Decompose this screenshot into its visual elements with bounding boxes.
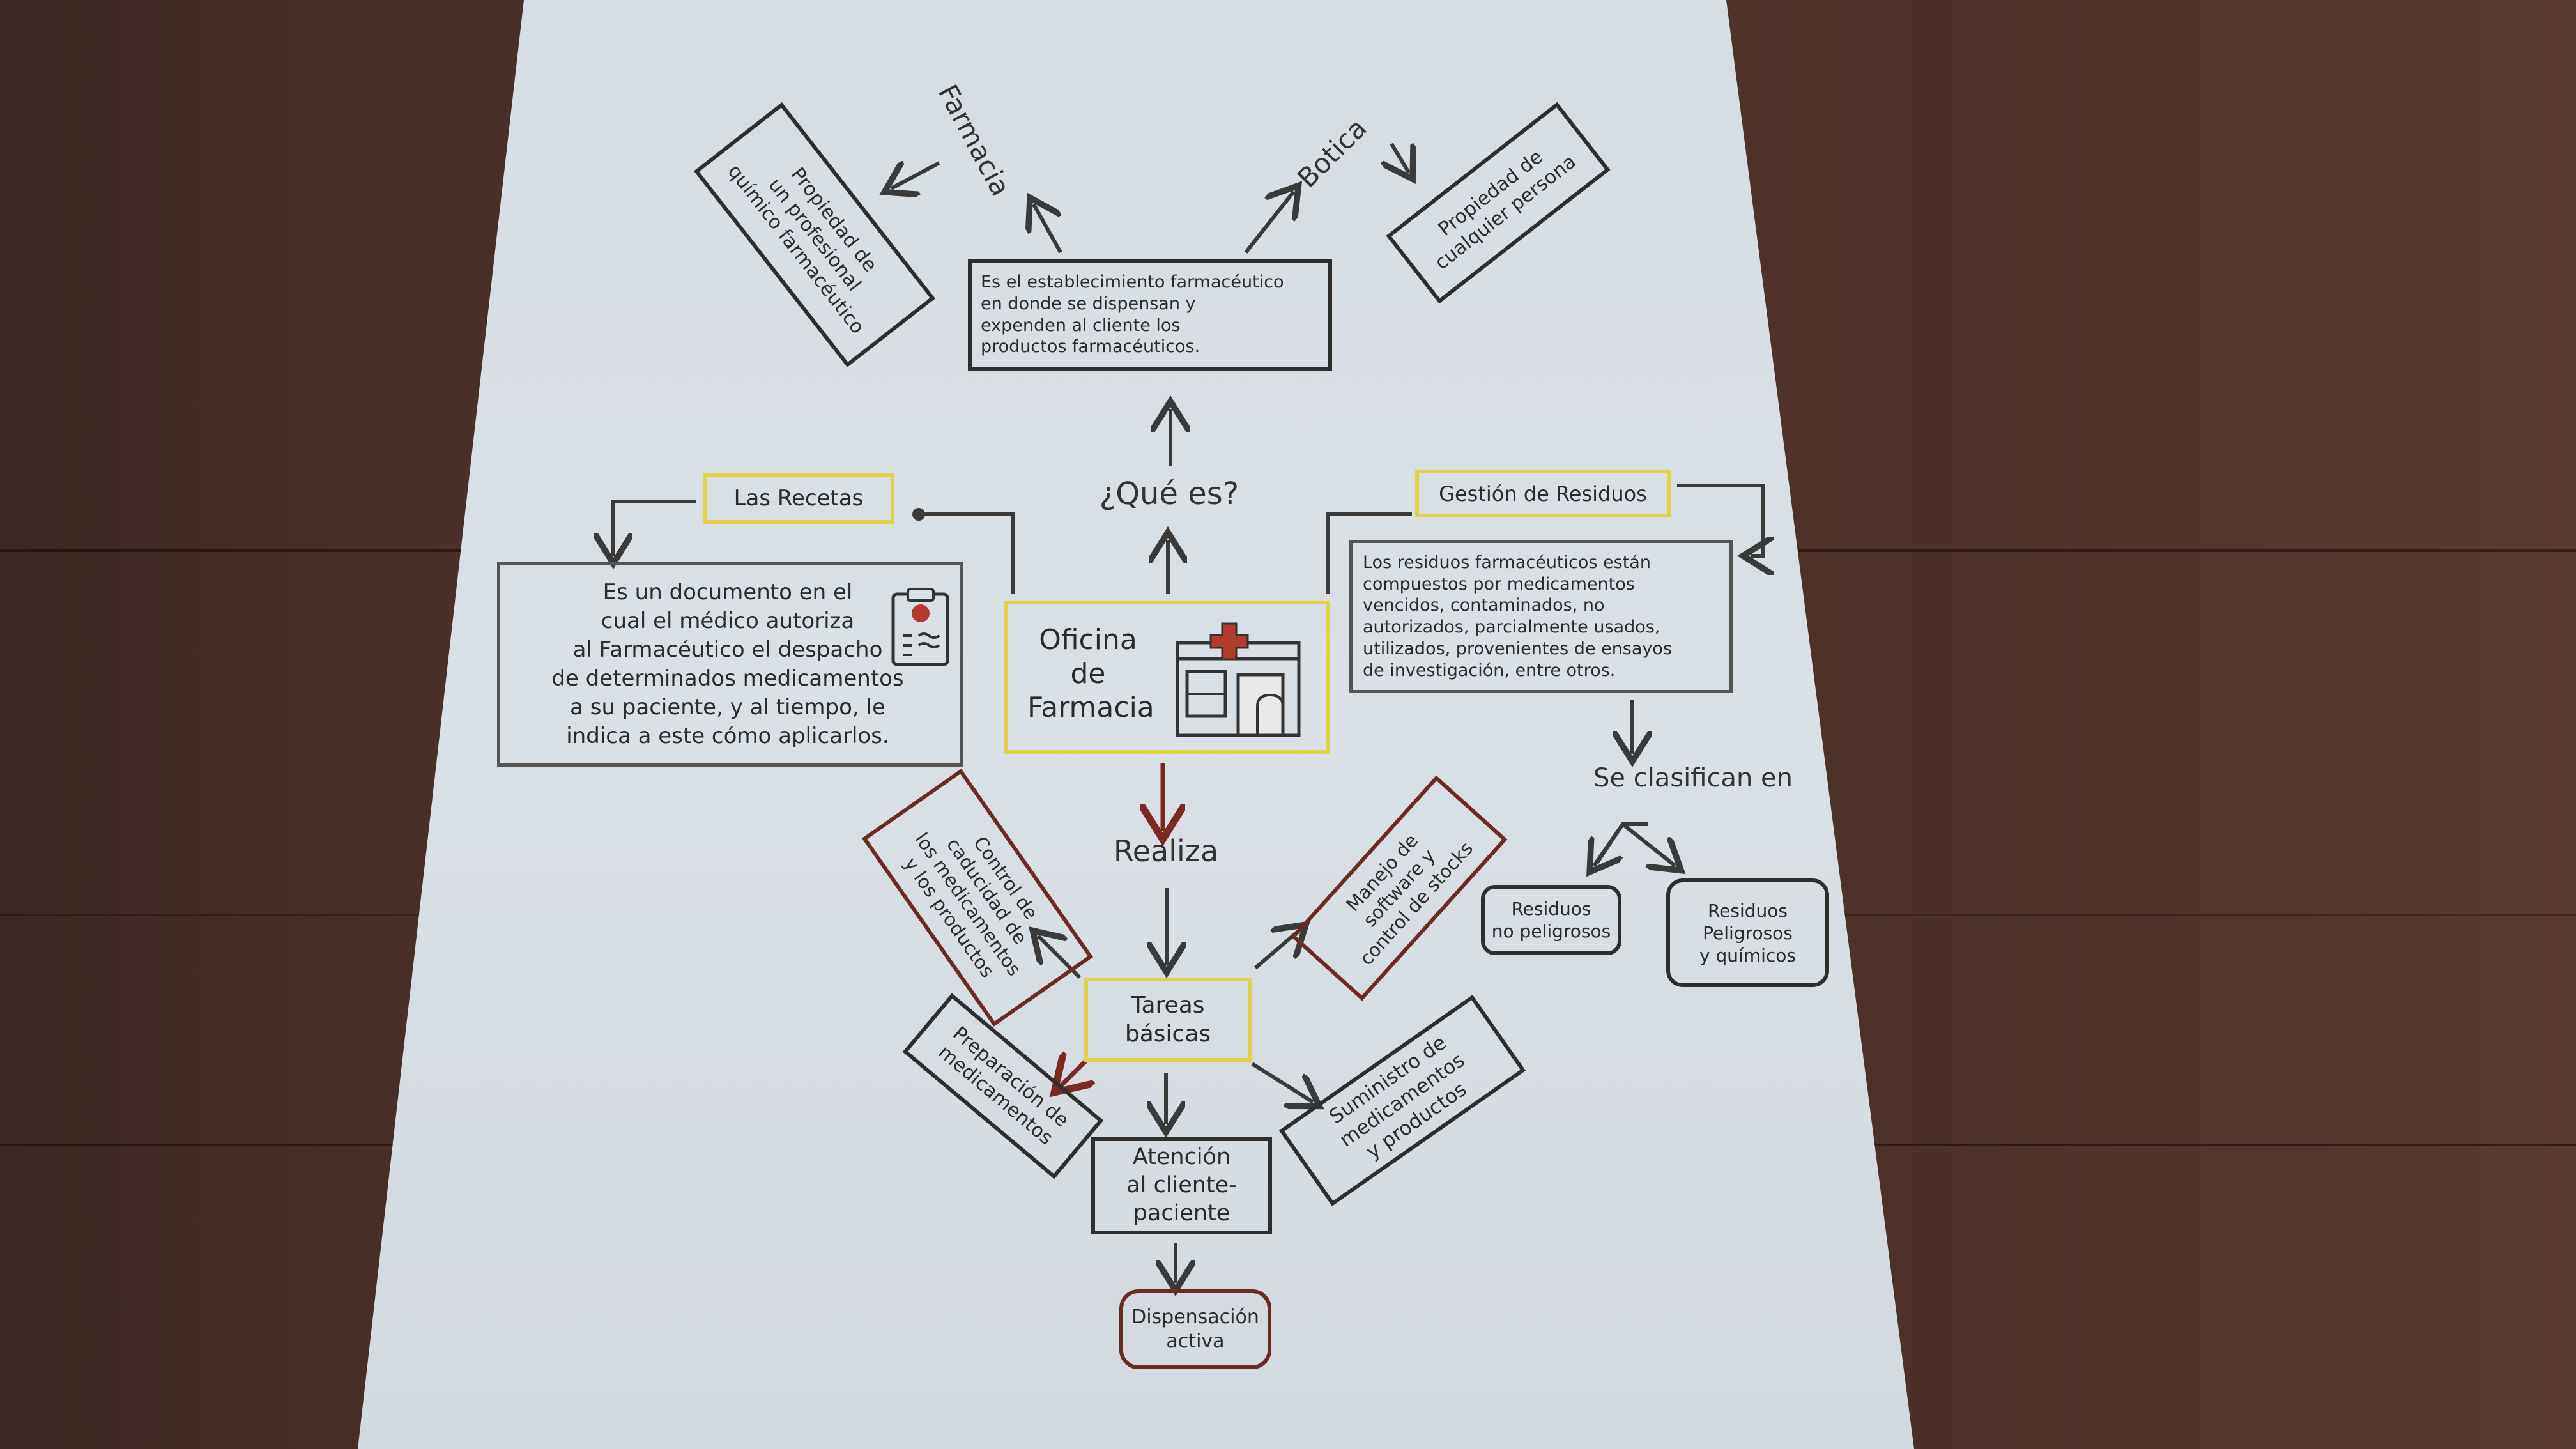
se-clasifican-label: Se clasifican en xyxy=(1593,763,1793,793)
que-es-label: ¿Qué es? xyxy=(1099,476,1239,512)
realiza-label: Realiza xyxy=(1113,834,1219,868)
recetas-definition-box: Es un documento en el cual el médico aut… xyxy=(497,562,963,767)
residuos-no-peligrosos: Residuos no peligrosos xyxy=(1481,885,1621,955)
residuos-peligrosos: Residuos Peligrosos y químicos xyxy=(1666,878,1829,987)
definition-box: Es el establecimiento farmacéutico en do… xyxy=(968,259,1332,371)
residuos-definition-box: Los residuos farmacéuticos están compues… xyxy=(1349,540,1733,693)
recetas-title: Las Recetas xyxy=(703,473,894,524)
pharmacy-building-icon xyxy=(1176,622,1301,737)
tareas-basicas-box: Tareas básicas xyxy=(1084,977,1252,1062)
residuos-title: Gestión de Residuos xyxy=(1415,470,1671,518)
task-dispensacion: Dispensación activa xyxy=(1119,1289,1271,1369)
recetas-text: Es un documento en el cual el médico aut… xyxy=(551,579,904,749)
center-node: Oficina de Farmacia xyxy=(1004,601,1330,754)
center-title: Oficina de Farmacia xyxy=(1027,624,1154,724)
clipboard-icon xyxy=(891,588,949,666)
task-atencion: Atención al cliente- paciente xyxy=(1091,1137,1272,1234)
